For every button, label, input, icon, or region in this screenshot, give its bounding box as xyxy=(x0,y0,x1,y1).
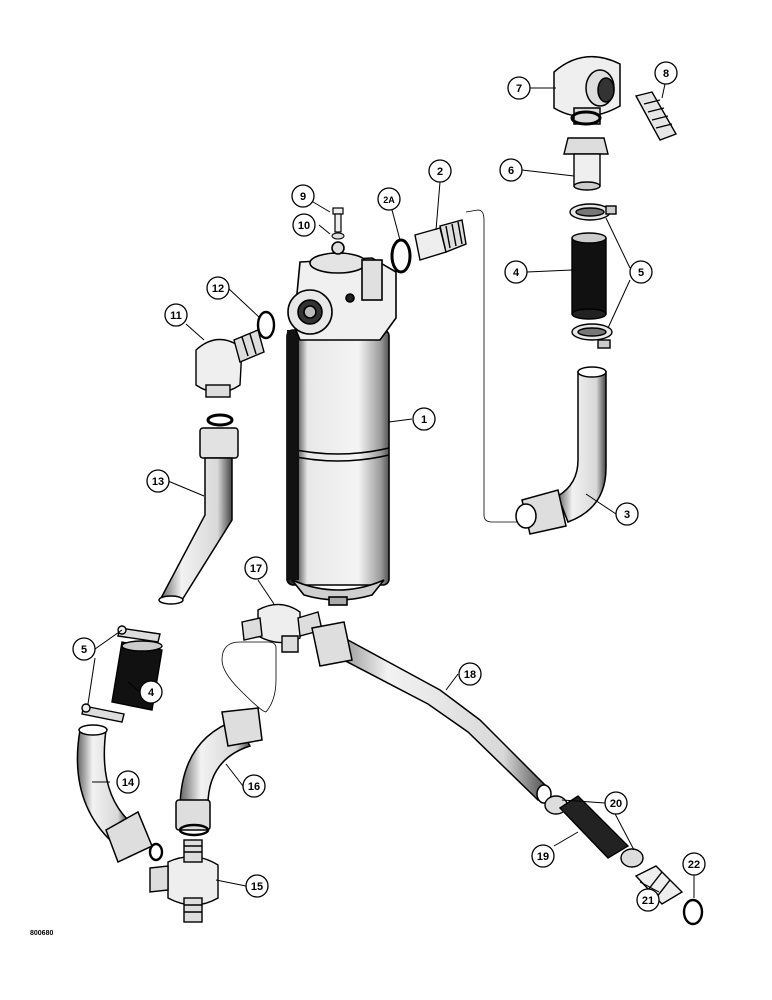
callout-c17: 17 xyxy=(244,556,268,580)
callout-label: 1 xyxy=(421,414,427,426)
callout-label: 5 xyxy=(81,644,87,656)
tee-7 xyxy=(553,55,621,125)
callout-c10: 10 xyxy=(292,213,316,237)
callout-label: 22 xyxy=(688,859,700,871)
elbow-11 xyxy=(195,329,265,398)
callout-label: 6 xyxy=(508,165,514,177)
callout-label: 11 xyxy=(170,310,182,322)
callout-c13: 13 xyxy=(146,469,170,493)
callout-c1: 1 xyxy=(412,407,436,431)
adapter-6 xyxy=(563,137,609,191)
callout-label: 12 xyxy=(212,283,224,295)
callout-c2: 2 xyxy=(428,159,452,183)
o-ring-2a xyxy=(390,238,412,274)
callout-c21: 21 xyxy=(636,888,660,912)
callout-label: 20 xyxy=(610,798,622,810)
o-ring-12 xyxy=(256,310,276,340)
callout-c15: 15 xyxy=(245,874,269,898)
callout-c14: 14 xyxy=(116,770,140,794)
nipple-8 xyxy=(634,91,678,141)
callout-c5b: 5 xyxy=(72,637,96,661)
hose-18 xyxy=(311,621,552,804)
callout-label: 4 xyxy=(148,687,155,699)
tee-17 xyxy=(241,603,323,653)
callout-c2a: 2A xyxy=(377,187,401,211)
filter-head xyxy=(287,241,397,341)
o-ring-22 xyxy=(682,898,704,926)
callout-label: 7 xyxy=(516,83,522,95)
callout-label: 15 xyxy=(251,881,263,893)
callout-label: 8 xyxy=(663,68,669,80)
callout-c9: 9 xyxy=(291,184,315,208)
callout-c4b: 4 xyxy=(139,680,163,704)
callout-label: 2 xyxy=(437,166,443,178)
filter-canister xyxy=(286,329,390,606)
flow-line xyxy=(465,209,520,523)
clamp-20-bottom xyxy=(620,848,644,868)
hose-14 xyxy=(76,724,164,864)
callout-label: 18 xyxy=(464,669,476,681)
callout-label: 21 xyxy=(642,895,654,907)
callout-label: 4 xyxy=(513,267,520,279)
clamp-left-top xyxy=(117,625,161,643)
hose-3 xyxy=(515,366,607,535)
callout-c20: 20 xyxy=(604,791,628,815)
washer xyxy=(331,232,345,240)
drawing-code: 800680 xyxy=(30,930,54,937)
callout-c18: 18 xyxy=(458,662,482,686)
callout-label: 10 xyxy=(298,220,310,232)
hose-16 xyxy=(175,707,263,837)
clamp-5-bottom xyxy=(571,323,613,349)
callout-c7: 7 xyxy=(507,76,531,100)
clamp-left-bottom xyxy=(81,703,125,723)
callout-c12: 12 xyxy=(206,276,230,300)
clamp-5-top xyxy=(569,203,617,221)
tee-15 xyxy=(149,839,219,923)
callout-c19: 19 xyxy=(531,844,555,868)
hose-19 xyxy=(558,795,630,859)
hose-4-right xyxy=(571,232,607,320)
callout-label: 9 xyxy=(300,191,306,203)
callout-label: 17 xyxy=(250,563,262,575)
callout-c5a: 5 xyxy=(629,260,653,284)
callout-label: 19 xyxy=(537,851,549,863)
callout-label: 2A xyxy=(383,195,395,205)
callout-label: 16 xyxy=(248,781,260,793)
callout-label: 14 xyxy=(122,777,135,789)
callout-c8: 8 xyxy=(654,61,678,85)
ring-under-11 xyxy=(206,413,234,427)
flow-line-16-17 xyxy=(221,641,277,713)
callout-c11: 11 xyxy=(164,303,188,327)
leader-lines xyxy=(87,83,695,898)
ring-under-7 xyxy=(570,110,602,126)
callout-label: 13 xyxy=(152,476,164,488)
bolt xyxy=(332,207,344,233)
callout-label: 3 xyxy=(624,509,630,521)
callout-c22: 22 xyxy=(682,852,706,876)
connector-2 xyxy=(414,219,467,261)
callout-c16: 16 xyxy=(242,774,266,798)
callout-c6: 6 xyxy=(499,158,523,182)
hose-13 xyxy=(158,427,239,605)
callout-label: 5 xyxy=(638,267,644,279)
callout-c4a: 4 xyxy=(504,260,528,284)
callout-c3: 3 xyxy=(615,502,639,526)
